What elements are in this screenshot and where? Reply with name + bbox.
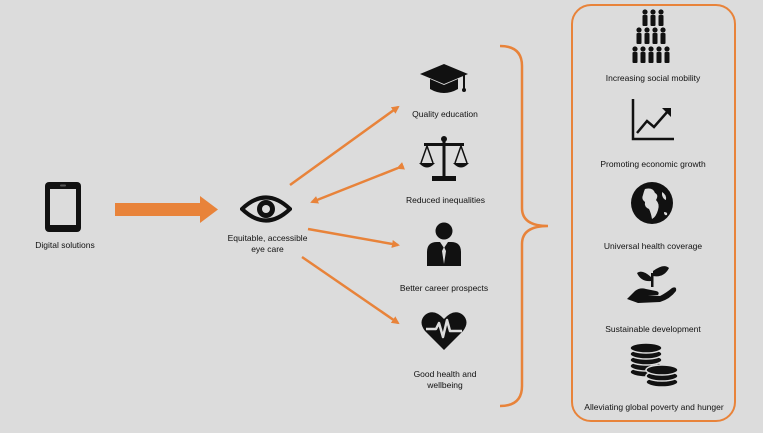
outcome-label-health-coverage: Universal health coverage	[603, 241, 703, 251]
curly-brace	[499, 44, 549, 408]
plant-hand-icon	[627, 266, 677, 303]
benefit-label-health: Good health and wellbeing	[413, 369, 477, 390]
scales-icon	[419, 136, 469, 181]
outcome-label-economic: Promoting economic growth	[600, 159, 706, 169]
arrow-to-health	[301, 255, 400, 325]
benefit-label-education: Quality education	[412, 109, 478, 119]
main-arrow	[115, 196, 218, 223]
arrow-to-education	[289, 105, 400, 187]
outcome-label-mobility: Increasing social mobility	[605, 73, 701, 83]
outcome-label-poverty: Alleviating global poverty and hunger	[584, 402, 724, 412]
center-label: Equitable, accessible eye care	[227, 233, 308, 254]
input-label: Digital solutions	[35, 240, 95, 250]
benefit-label-career: Better career prospects	[399, 283, 489, 293]
graduation-cap-icon	[420, 64, 468, 93]
benefit-label-inequalities: Reduced inequalities	[406, 195, 485, 205]
coin-stacks-icon	[629, 342, 679, 388]
eye-icon	[240, 195, 292, 223]
arrow-to-inequalities	[310, 162, 406, 204]
outcome-label-sustainable: Sustainable development	[605, 324, 701, 334]
arrow-to-career	[307, 227, 400, 248]
tablet-icon	[45, 182, 81, 232]
growth-chart-icon	[631, 99, 674, 141]
outcomes-box	[571, 4, 736, 422]
people-pyramid-icon	[632, 9, 670, 63]
businessman-icon	[427, 222, 461, 266]
globe-icon	[631, 182, 673, 224]
heart-pulse-icon	[421, 312, 467, 350]
